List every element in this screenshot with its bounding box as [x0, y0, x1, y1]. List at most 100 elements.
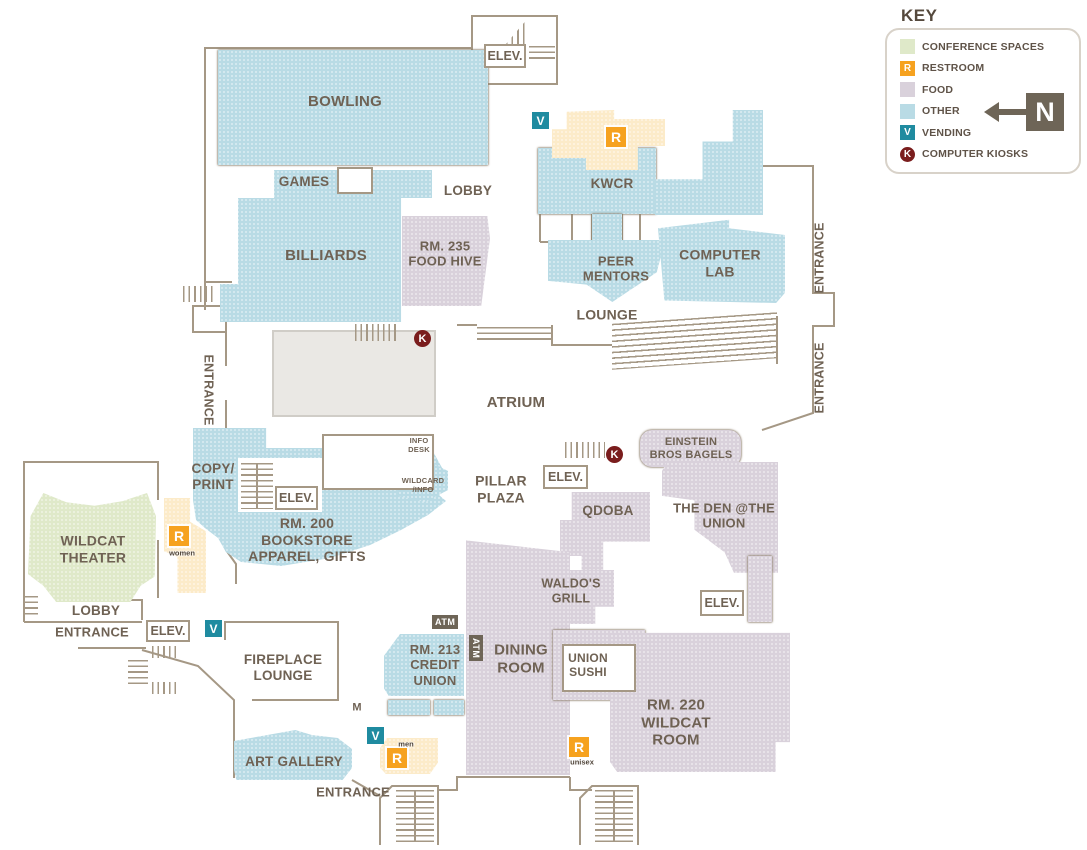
key-item-label: COMPUTER KIOSKS — [922, 148, 1029, 160]
area-label-lobby_sw: LOBBY — [71, 603, 121, 619]
kiosk-pillar-badge-icon: K — [606, 446, 623, 463]
area-label-entrance_s: ENTRANCE — [316, 784, 390, 800]
north-arrow-head-icon — [984, 102, 999, 122]
stairs-icon — [128, 660, 148, 684]
key-item-other: OTHER — [900, 103, 1079, 120]
key-swatch-kiosk-icon: K — [900, 146, 915, 162]
stairs-icon — [355, 324, 399, 341]
area-label-games: GAMES — [278, 174, 330, 190]
elevator-elev_top: ELEV. — [484, 44, 526, 68]
room-label-art_gallery: ART GALLERY — [245, 754, 343, 770]
key-swatch-conference-icon — [900, 39, 915, 54]
key-item-vending: V VENDING — [900, 124, 1079, 141]
area-label-atrium: ATRIUM — [486, 394, 546, 412]
key-swatch-restroom-icon: R — [900, 60, 915, 76]
room-cut_room — [322, 434, 434, 490]
room-den_strip — [748, 556, 772, 622]
key-item-label: CONFERENCE SPACES — [922, 40, 1045, 53]
key-item-label: FOOD — [922, 83, 954, 96]
rr-kwcr-badge-icon: R — [606, 127, 626, 147]
room-einstein — [640, 430, 741, 467]
area-label-lounge: LOUNGE — [576, 306, 638, 323]
stairs-icon — [565, 442, 605, 458]
key-item-conference: CONFERENCE SPACES — [900, 38, 1079, 55]
area-label-entrance_sw: ENTRANCE — [55, 624, 129, 640]
key-item-label: VENDING — [922, 126, 972, 139]
room-credit_union — [384, 634, 464, 696]
room-peer_col — [592, 214, 622, 242]
stairs-icon — [241, 463, 273, 509]
rr-men-badge-icon: R — [387, 748, 407, 768]
rr-unisex-badge-icon: R — [569, 737, 589, 757]
restroom-sub-label: women — [169, 548, 195, 558]
room-bowling — [218, 50, 488, 165]
room-dining — [466, 540, 570, 775]
restroom-sub-label: unisex — [570, 757, 594, 767]
room-gray_block — [272, 330, 436, 417]
room-label-billiards: BILLIARDS — [285, 247, 367, 265]
room-label-qdoba: QDOBA — [582, 503, 634, 519]
north-compass: N — [1026, 93, 1064, 131]
room-theater — [28, 492, 156, 602]
area-label-entrance_right_bottom: ENTRANCE — [812, 342, 827, 414]
key-item-kiosk: K COMPUTER KIOSKS — [900, 146, 1079, 163]
room-cu_table2 — [434, 700, 464, 715]
key-item-restroom: R RESTROOM — [900, 60, 1079, 77]
room-rm220 — [610, 632, 790, 772]
stairs-icon — [152, 646, 180, 658]
atm-v-badge-icon: ATM — [469, 635, 483, 662]
stairs-icon — [529, 46, 555, 59]
vend-top-badge-icon: V — [532, 112, 549, 129]
key-title: KEY — [901, 6, 938, 25]
elevator-elev_den: ELEV. — [700, 590, 744, 616]
key-swatch-other-icon — [900, 103, 915, 119]
key-item-label: RESTROOM — [922, 62, 985, 74]
stairs-icon — [595, 790, 633, 842]
room-art_gallery — [234, 730, 352, 780]
area-label-lobby_top: LOBBY — [443, 183, 493, 199]
elevator-elev_copy: ELEV. — [275, 486, 318, 510]
key-swatch-food-icon — [900, 82, 915, 97]
stairs-icon — [25, 596, 38, 616]
area-label-copy_print: COPY/PRINT — [191, 461, 235, 492]
room-cu_table1 — [388, 700, 430, 715]
room-sushi_box — [562, 644, 636, 692]
vend-sw-badge-icon: V — [205, 620, 222, 637]
key-panel: CONFERENCE SPACES R RESTROOM FOOD OTHER V VEND… — [885, 28, 1081, 174]
area-label-entrance_right_top: ENTRANCE — [812, 222, 827, 294]
room-label-wildcard_info: WILDCARD/INFO — [401, 476, 445, 494]
kiosk-atrium-badge-icon: K — [414, 330, 431, 347]
room-cut_games — [337, 167, 373, 194]
room-computer_lab — [658, 219, 785, 303]
stairs-icon — [477, 327, 552, 340]
vend-s-badge-icon: V — [367, 727, 384, 744]
area-label-letter_m: M — [352, 701, 362, 714]
room-label-bowling: BOWLING — [308, 93, 382, 111]
room-food_hive — [402, 216, 490, 306]
elevator-elev_sw: ELEV. — [146, 620, 190, 642]
north-arrow-shaft — [998, 109, 1026, 115]
stairs-icon — [396, 790, 434, 842]
key-swatch-vending-icon: V — [900, 125, 915, 140]
key-item-label: OTHER — [922, 105, 960, 117]
rr-women-badge-icon: R — [169, 526, 189, 546]
room-label-kwcr: KWCR — [590, 176, 634, 192]
area-label-entrance_left: ENTRANCE — [201, 354, 216, 426]
key-item-food: FOOD — [900, 81, 1079, 98]
restroom-sub-label: men — [398, 739, 414, 749]
stairs-icon — [183, 286, 213, 302]
